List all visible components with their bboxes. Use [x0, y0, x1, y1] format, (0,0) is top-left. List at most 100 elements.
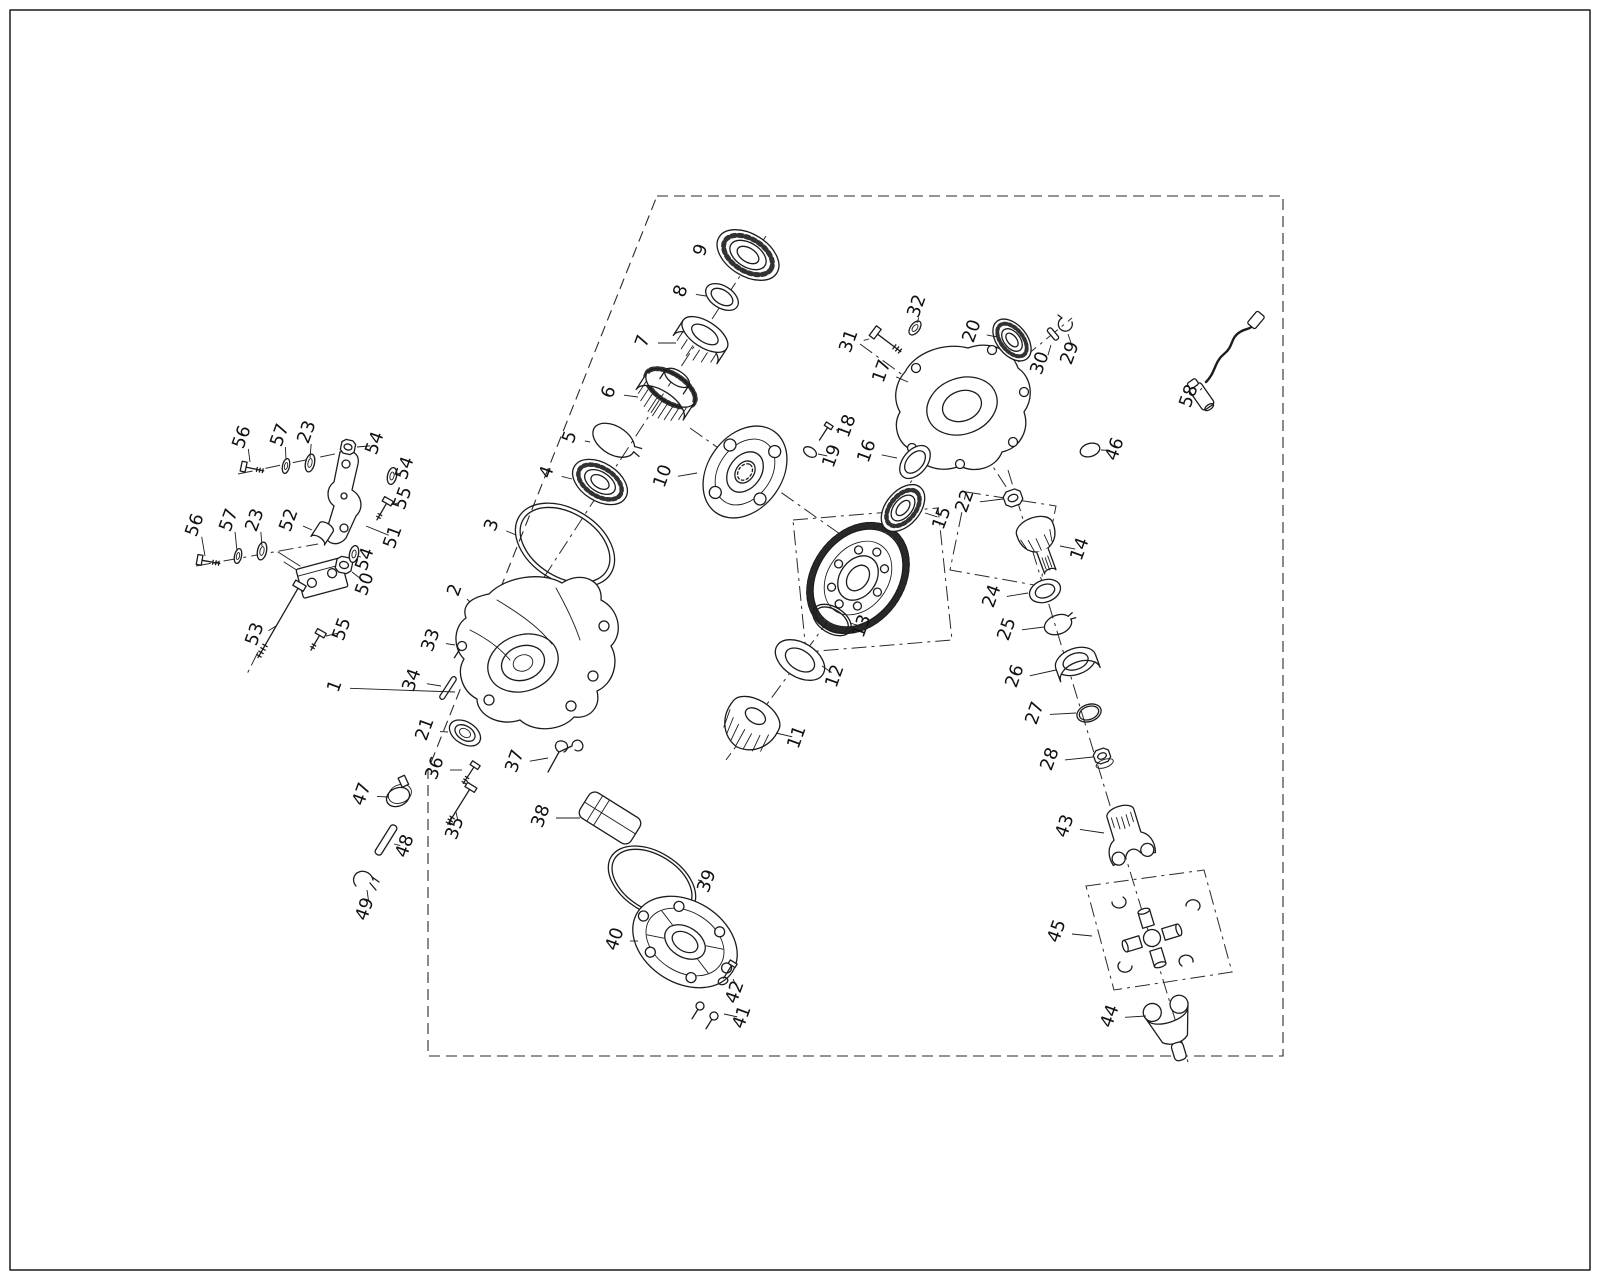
svg-text:47: 47 [348, 780, 376, 809]
part-16-shim [899, 444, 931, 480]
svg-text:57: 57 [266, 421, 294, 450]
part-52-bushing [310, 521, 335, 546]
part-label-41: 41 [723, 1003, 756, 1031]
svg-text:21: 21 [411, 715, 439, 744]
svg-text:31: 31 [835, 327, 863, 356]
part-55-bolt [310, 627, 327, 651]
part-label-16: 16 [853, 437, 898, 466]
svg-text:43: 43 [1051, 812, 1079, 841]
part-label-50: 50 [351, 570, 379, 599]
part-label-53: 53 [241, 620, 277, 649]
part-24-oil-seal [1028, 578, 1062, 604]
part-12-thrust-washer [774, 639, 826, 681]
part-33-screw [453, 640, 468, 659]
part-label-39: 39 [693, 867, 721, 896]
svg-text:23: 23 [293, 418, 321, 447]
part-15-bearing [880, 483, 926, 533]
svg-text:39: 39 [693, 867, 721, 896]
part-label-32: 32 [903, 292, 931, 324]
part-37-shift-fork-clip [547, 739, 584, 773]
part-9-bearing [716, 229, 780, 281]
part-label-5: 5 [558, 428, 591, 446]
part-label-44: 44 [1096, 1002, 1147, 1030]
part-46-plug [1079, 442, 1101, 458]
part-label-1: 1 [323, 677, 456, 695]
part-label-26: 26 [1001, 662, 1057, 691]
part-label-3: 3 [480, 516, 517, 536]
svg-text:46: 46 [1101, 435, 1129, 464]
svg-text:56: 56 [181, 511, 209, 540]
part-label-14: 14 [1059, 535, 1094, 564]
part-label-29: 29 [1056, 333, 1084, 367]
part-34-dowel-pin [439, 676, 457, 700]
svg-text:14: 14 [1066, 535, 1094, 564]
part-35-bolt [445, 781, 478, 826]
part-25-snap-ring [1043, 612, 1077, 636]
svg-text:1: 1 [323, 677, 347, 695]
part-label-31: 31 [835, 327, 870, 356]
part-48-pin [374, 824, 398, 856]
svg-text:25: 25 [993, 615, 1021, 644]
part-21-oil-seal [448, 719, 482, 747]
part-13-o-ring [812, 603, 852, 637]
svg-text:42: 42 [721, 978, 749, 1007]
part-label-56: 56 [181, 511, 209, 557]
part-17-bearing-carrier-cover [895, 344, 1031, 471]
part-38-baffle-plate [578, 791, 642, 845]
svg-text:8: 8 [669, 282, 693, 300]
part-label-9: 9 [689, 241, 717, 259]
part-label-18: 18 [833, 412, 861, 441]
part-50-nut [334, 555, 354, 575]
part-label-19: 19 [817, 442, 846, 471]
part-label-25: 25 [993, 615, 1045, 644]
part-label-28: 28 [1036, 745, 1094, 773]
svg-text:45: 45 [1043, 917, 1071, 946]
svg-text:55: 55 [328, 615, 356, 644]
part-47-clamp [385, 774, 412, 808]
part-28-flange-nut [1092, 747, 1114, 769]
part-label-7: 7 [631, 332, 676, 350]
svg-text:40: 40 [601, 925, 629, 954]
svg-text:56: 56 [228, 423, 256, 452]
svg-text:10: 10 [649, 462, 677, 491]
part-56-bolt [195, 553, 221, 566]
part-57-washer [233, 547, 243, 565]
part-label-55: 55 [325, 615, 356, 644]
part-57-washer [281, 457, 291, 475]
svg-text:20: 20 [958, 317, 986, 346]
part-label-57: 57 [215, 506, 243, 552]
part-label-46: 46 [1100, 435, 1129, 464]
svg-text:26: 26 [1001, 662, 1029, 691]
part-8-spacer-ring [705, 283, 739, 311]
svg-text:19: 19 [818, 442, 846, 471]
part-label-20: 20 [958, 317, 998, 346]
part-55-bolt [376, 495, 394, 521]
sheet-border [9, 9, 1591, 1271]
part-label-8: 8 [669, 282, 707, 300]
part-44-end-yoke [1142, 994, 1189, 1062]
svg-text:17: 17 [868, 357, 896, 386]
svg-text:53: 53 [241, 620, 269, 649]
part-53-bolt [256, 579, 307, 659]
part-43-yoke [1106, 804, 1157, 867]
part-label-47: 47 [348, 780, 389, 809]
part-23-washer [256, 541, 268, 561]
part-45-u-joint [1111, 896, 1201, 973]
svg-text:16: 16 [853, 437, 881, 466]
part-11-side-bevel-gear [723, 695, 781, 752]
part-label-33: 33 [417, 626, 456, 655]
part-4-bearing [571, 458, 629, 506]
part-54-nut [339, 438, 357, 456]
svg-text:7: 7 [631, 332, 655, 350]
svg-text:33: 33 [417, 626, 445, 655]
part-label-48: 48 [391, 832, 419, 861]
part-label-36: 36 [421, 754, 462, 782]
part-label-11: 11 [775, 723, 811, 751]
svg-text:5: 5 [558, 428, 582, 446]
part-label-43: 43 [1051, 812, 1105, 841]
svg-text:32: 32 [903, 292, 931, 321]
part-label-38: 38 [527, 802, 580, 830]
part-36-bolt [461, 760, 481, 785]
part-label-51: 51 [365, 523, 407, 551]
